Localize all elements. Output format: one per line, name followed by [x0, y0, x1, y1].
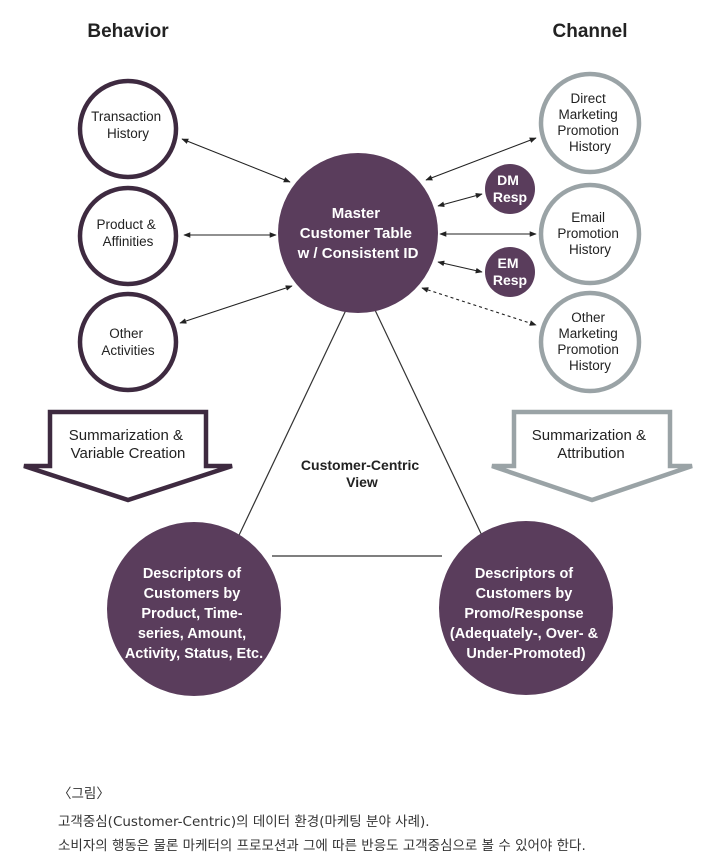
master-node-label: Master Customer Table w / Consistent ID	[297, 205, 419, 262]
arrow-transaction-master	[181, 138, 291, 183]
channel-header: Channel	[553, 21, 628, 42]
dm-resp-node: DM Resp	[485, 164, 535, 214]
descriptors-label: Descriptors of Customers by Product, Tim…	[125, 566, 263, 662]
view-triangle	[231, 309, 486, 557]
master-customer-table-node: Master Customer Table w / Consistent ID	[278, 153, 438, 313]
descriptors-product-node: Descriptors of Customers by Product, Tim…	[107, 522, 281, 696]
channel-node-label: Direct Marketing Promotion History	[557, 91, 622, 154]
em-resp-node: EM Resp	[485, 247, 535, 297]
channel-node-label: Email Promotion History	[557, 210, 622, 257]
summarization-attribution-arrow: Summarization & Attribution	[491, 409, 693, 503]
dm-resp-label: DM Resp	[493, 172, 527, 205]
customer-centric-diagram: Behavior Channel Transaction History Pro…	[23, 21, 693, 696]
arrow-master-othermkt	[421, 287, 537, 326]
arrow-master-direct	[425, 137, 537, 181]
arrow-master-emresp	[437, 260, 483, 274]
caption-line-2: 소비자의 행동은 물론 마케터의 프로모션과 그에 따른 반응도 고객중심으로 …	[58, 838, 586, 854]
behavior-node-label: Other Activities	[101, 326, 155, 358]
channel-node-label: Other Marketing Promotion History	[557, 310, 622, 373]
summary-arrow-label: Summarization & Variable Creation	[69, 427, 187, 462]
arrow-other-master	[179, 285, 293, 324]
behavior-node-transaction: Transaction History	[77, 78, 179, 180]
connector-arrows	[179, 137, 537, 326]
behavior-header: Behavior	[87, 21, 169, 42]
behavior-node-other: Other Activities	[77, 291, 179, 393]
summarization-variable-arrow: Summarization & Variable Creation	[23, 409, 233, 503]
behavior-node-label: Product & Affinities	[96, 217, 159, 249]
em-resp-label: EM Resp	[493, 255, 527, 288]
channel-node-direct-marketing: Direct Marketing Promotion History	[538, 71, 642, 175]
caption-line-1: 고객중심(Customer-Centric)의 데이터 환경(마케팅 분야 사례…	[58, 814, 430, 830]
caption-label: 〈그림〉	[58, 786, 110, 802]
arrow-master-dmresp	[437, 192, 483, 208]
customer-centric-view-label: Customer-Centric View	[301, 457, 423, 490]
behavior-node-product: Product & Affinities	[77, 185, 179, 287]
descriptors-promo-node: Descriptors of Customers by Promo/Respon…	[439, 521, 613, 695]
descriptors-label: Descriptors of Customers by Promo/Respon…	[450, 566, 602, 662]
channel-node-other-marketing: Other Marketing Promotion History	[538, 290, 642, 394]
channel-node-email: Email Promotion History	[538, 182, 642, 286]
summary-arrow-label: Summarization & Attribution	[532, 427, 650, 462]
behavior-node-label: Transaction History	[91, 109, 165, 141]
